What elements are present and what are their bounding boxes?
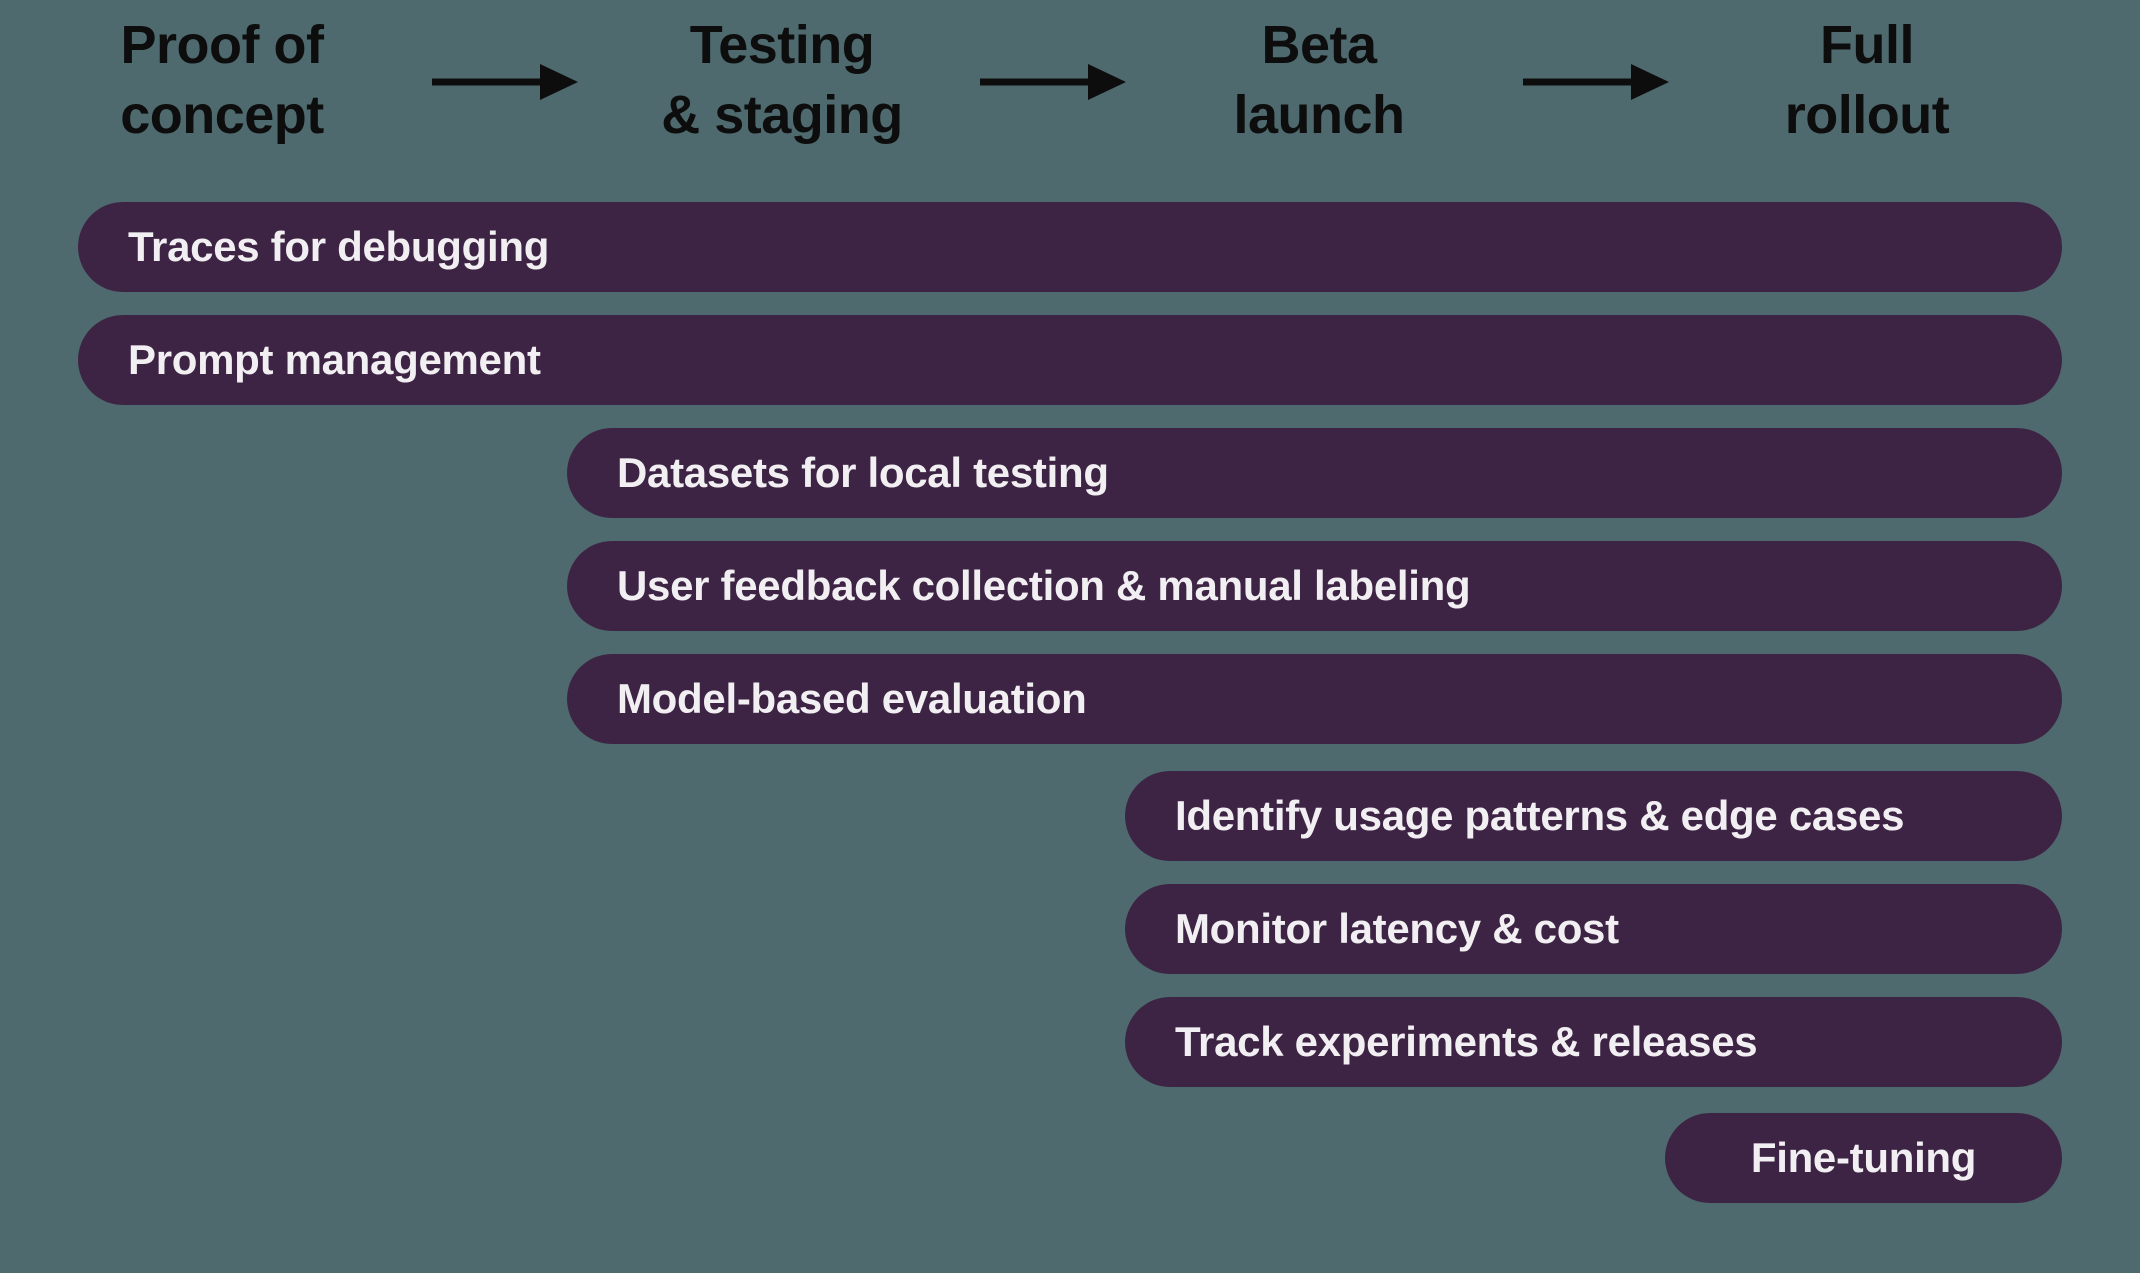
bar-identify-usage-patterns: Identify usage patterns & edge cases bbox=[1125, 771, 2062, 861]
stage-header-beta-launch: Beta launch bbox=[1099, 10, 1539, 150]
stage-header-line: rollout bbox=[1784, 85, 1950, 145]
bar-prompt-management: Prompt management bbox=[78, 315, 2062, 405]
bar-label: Identify usage patterns & edge cases bbox=[1175, 792, 1905, 839]
bar-label: Track experiments & releases bbox=[1175, 1018, 1758, 1065]
bar-datasets-for-local-testing: Datasets for local testing bbox=[567, 428, 2062, 518]
bar-label: Traces for debugging bbox=[128, 223, 550, 270]
bar-label: Model-based evaluation bbox=[617, 675, 1087, 722]
bar-label: Fine-tuning bbox=[1750, 1134, 1977, 1181]
stage-header-line: Testing bbox=[689, 15, 875, 75]
stage-header-line: Proof of bbox=[120, 15, 324, 75]
stage-header-line: Beta bbox=[1261, 15, 1377, 75]
stage-header-testing-staging: Testing & staging bbox=[562, 10, 1002, 150]
stage-header-line: launch bbox=[1233, 85, 1405, 145]
stage-header-line: & staging bbox=[661, 85, 903, 145]
stage-header-proof-of-concept: Proof of concept bbox=[2, 10, 442, 150]
bar-track-experiments-releases: Track experiments & releases bbox=[1125, 997, 2062, 1087]
bar-traces-for-debugging: Traces for debugging bbox=[78, 202, 2062, 292]
bar-user-feedback-collection: User feedback collection & manual labeli… bbox=[567, 541, 2062, 631]
stage-header-full-rollout: Full rollout bbox=[1647, 10, 2087, 150]
bar-label: Datasets for local testing bbox=[617, 449, 1109, 496]
bar-label: Monitor latency & cost bbox=[1175, 905, 1619, 952]
bar-monitor-latency-cost: Monitor latency & cost bbox=[1125, 884, 2062, 974]
arrow-right-icon bbox=[430, 60, 580, 104]
bar-label: User feedback collection & manual labeli… bbox=[617, 562, 1471, 609]
stage-header-line: Full bbox=[1820, 15, 1914, 75]
arrow-right-icon bbox=[978, 60, 1128, 104]
arrow-right-icon bbox=[1521, 60, 1671, 104]
stage-header-line: concept bbox=[120, 85, 324, 145]
bar-fine-tuning: Fine-tuning bbox=[1665, 1113, 2062, 1203]
bar-model-based-evaluation: Model-based evaluation bbox=[567, 654, 2062, 744]
bar-label: Prompt management bbox=[128, 336, 541, 383]
